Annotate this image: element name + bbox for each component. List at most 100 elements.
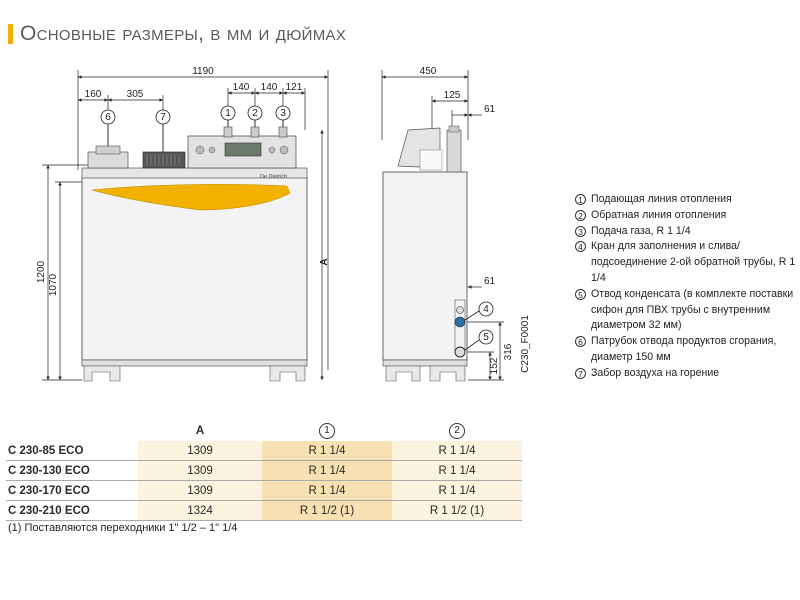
front-foot-left <box>83 365 121 382</box>
cell-model: C 230-210 ECO <box>6 500 138 521</box>
legend-text: Патрубок отвода продуктов сгорания, диам… <box>591 335 777 363</box>
dim-depth: 450 <box>420 66 437 77</box>
legend-item: 5 Отвод конденсата (в комплекте поставки … <box>575 287 800 334</box>
legend-num: 2 <box>575 209 586 221</box>
cell-a: 1324 <box>138 500 262 521</box>
condensate-outlet <box>454 346 466 358</box>
dim-152: 152 <box>489 357 500 374</box>
legend-text: Кран для заполнения и слива/ подсоединен… <box>591 240 796 284</box>
title-first-letter: О <box>20 22 37 45</box>
side-boiler <box>382 125 468 382</box>
dim-61-top: 61 <box>484 104 496 115</box>
cell-c1: R 1 1/4 <box>262 460 392 481</box>
legend-item: 1 Подающая линия отопления <box>575 192 800 208</box>
dim-pipe-1: 140 <box>233 82 250 93</box>
cell-c2: R 1 1/2 (1) <box>392 500 522 521</box>
cell-c1: R 1 1/2 (1) <box>262 500 392 521</box>
dim-left-2: 305 <box>127 89 144 100</box>
dim-height-total: 1200 <box>36 260 47 283</box>
dim-pipe-3: 121 <box>286 82 303 93</box>
cell-c1: R 1 1/4 <box>262 441 392 461</box>
dimension-drawing: De Dietrich 6 7 <box>36 66 531 382</box>
spec-table: A 1 2 C 230-85 ECO 1309 R 1 1/4 R 1 1/4 … <box>6 420 522 521</box>
legend: 1 Подающая линия отопления 2 Обратная лини… <box>575 192 800 382</box>
legend-num: 1 <box>575 194 586 205</box>
header-a: A <box>195 424 205 437</box>
front-foot-right <box>269 365 306 382</box>
legend-text: Подача газа, R 1 1/4 <box>591 224 691 237</box>
cell-c2: R 1 1/4 <box>392 480 522 501</box>
legend-num: 6 <box>575 336 586 348</box>
header-c1-circle: 1 <box>319 422 335 439</box>
title-rest: сновные размеры, в мм и дюймах <box>36 22 347 45</box>
cell-a: 1309 <box>138 460 262 481</box>
pipe-stub-3 <box>278 126 288 138</box>
legend-item: 3 Подача газа, R 1 1/4 <box>575 224 800 240</box>
callout-1-label: 1 <box>225 108 231 119</box>
cell-model: C 230-170 ECO <box>6 480 138 501</box>
legend-num: 7 <box>575 367 586 379</box>
cell-a: 1309 <box>138 441 262 461</box>
side-callouts <box>464 301 494 351</box>
dim-a: A <box>319 258 330 265</box>
legend-text: Забор воздуха на горение <box>591 366 720 379</box>
side-view-dims <box>381 70 504 381</box>
callout-3-label: 3 <box>280 108 286 119</box>
callout-2-label: 2 <box>252 108 258 119</box>
legend-text: Подающая линия отопления <box>591 193 732 205</box>
dim-316: 316 <box>503 343 514 360</box>
pipe-stub-2 <box>250 126 260 138</box>
dim-125: 125 <box>444 90 461 101</box>
callout-4 <box>478 301 494 317</box>
cell-c2: R 1 1/4 <box>392 460 522 481</box>
page-title: Основные размеры, в мм и дюймах <box>20 22 346 46</box>
legend-text: Отвод конденсата (в комплекте поставки с… <box>591 287 794 332</box>
legend-num: 3 <box>575 225 586 237</box>
header-model <box>6 420 138 441</box>
side-foot-left <box>385 365 421 382</box>
callout-5 <box>478 329 494 345</box>
cell-c2: R 1 1/4 <box>392 441 522 461</box>
dim-height-body: 1070 <box>48 273 59 296</box>
cell-c1: R 1 1/4 <box>262 480 392 501</box>
legend-item: 4 Кран для заполнения и слива/ подсоедине… <box>575 239 800 286</box>
callout-4-label: 4 <box>483 304 489 315</box>
front-boiler: De Dietrich <box>81 126 308 382</box>
pipe-stub-1 <box>223 126 233 138</box>
dim-pipe-2: 140 <box>261 82 278 93</box>
control-display <box>224 142 262 157</box>
flue-connection <box>87 151 129 169</box>
cell-model: C 230-85 ECO <box>6 441 138 461</box>
dim-61-mid: 61 <box>484 276 496 287</box>
side-body-panel <box>382 171 468 361</box>
legend-num: 4 <box>575 241 586 253</box>
legend-item: 7 Забор воздуха на горение <box>575 366 800 382</box>
callout-7-label: 7 <box>160 112 166 123</box>
cell-model: C 230-130 ECO <box>6 460 138 481</box>
air-intake-grille <box>142 151 186 169</box>
brand-label: De Dietrich <box>260 174 287 180</box>
legend-item: 2 Обратная линия отопления <box>575 208 800 224</box>
front-callouts <box>100 105 291 152</box>
table-row: C 230-85 ECO 1309 R 1 1/4 R 1 1/4 <box>6 441 522 461</box>
callout-5-label: 5 <box>483 332 489 343</box>
table-row: C 230-170 ECO 1309 R 1 1/4 R 1 1/4 <box>6 480 522 501</box>
legend-num: 5 <box>575 288 586 300</box>
table-header-row: A 1 2 <box>6 420 522 441</box>
drawing-code: C230_F0001 <box>520 315 531 373</box>
header-c2: 2 <box>392 420 522 441</box>
side-flue-pipe <box>446 129 462 173</box>
footnote: (1) Поставляются переходники 1" 1/2 – 1"… <box>8 522 238 534</box>
table-row: C 230-210 ECO 1324 R 1 1/2 (1) R 1 1/2 (… <box>6 500 522 521</box>
header-c2-circle: 2 <box>449 422 465 439</box>
header-c1: 1 <box>262 420 392 441</box>
dim-left-1: 160 <box>85 89 102 100</box>
title-accent-bar <box>8 24 13 44</box>
callout-6-label: 6 <box>105 112 111 123</box>
fill-drain-valve <box>454 316 466 328</box>
side-foot-right <box>429 365 466 382</box>
legend-item: 6 Патрубок отвода продуктов сгорания, диа… <box>575 334 800 366</box>
dim-total-width: 1190 <box>192 66 214 77</box>
legend-text: Обратная линия отопления <box>591 208 727 221</box>
yellow-swoosh <box>91 184 291 211</box>
